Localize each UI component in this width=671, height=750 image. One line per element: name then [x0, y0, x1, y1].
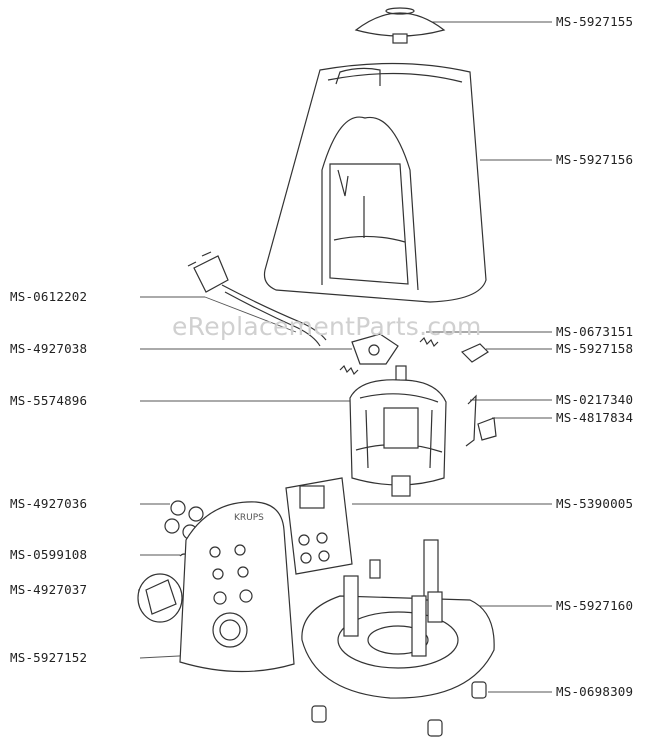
switch-module-part: [285, 477, 353, 575]
rotary-knob-part: [137, 573, 183, 623]
label-ms-4927038: MS-4927038: [10, 341, 88, 356]
switch-contact-part: [465, 394, 497, 447]
label-ms-5927156: MS-5927156: [556, 152, 634, 167]
spring-part: [339, 336, 439, 376]
label-ms-0673151: MS-0673151: [556, 324, 634, 339]
label-ms-5574896: MS-5574896: [10, 393, 88, 408]
base-part: [301, 539, 495, 699]
motor-bracket-part: [351, 333, 399, 365]
label-ms-0698309: MS-0698309: [556, 684, 634, 699]
label-ms-5927158: MS-5927158: [556, 341, 634, 356]
label-ms-0612202: MS-0612202: [10, 289, 88, 304]
clip-part: [460, 343, 489, 363]
label-ms-0217340: MS-0217340: [556, 392, 634, 407]
label-ms-4817834: MS-4817834: [556, 410, 634, 425]
label-ms-5927155: MS-5927155: [556, 14, 634, 29]
rubber-feet-part: [311, 681, 487, 737]
label-ms-5927160: MS-5927160: [556, 598, 634, 613]
label-ms-0599108: MS-0599108: [10, 547, 88, 562]
front-panel-part: KRUPS: [179, 501, 295, 673]
power-cord-part: [187, 251, 327, 347]
leader-lines: [138, 21, 552, 693]
button-caps-part: [164, 500, 204, 540]
label-ms-5927152: MS-5927152: [10, 650, 88, 665]
housing-part: [263, 62, 487, 303]
watermark-text: eReplacementParts.com: [172, 312, 482, 341]
motor-part: [349, 365, 447, 497]
top-cap-part: [354, 7, 446, 44]
label-ms-4927036: MS-4927036: [10, 496, 88, 511]
label-ms-5390005: MS-5390005: [556, 496, 634, 511]
panel-brand-text: KRUPS: [234, 513, 264, 523]
label-ms-4927037: MS-4927037: [10, 582, 88, 597]
